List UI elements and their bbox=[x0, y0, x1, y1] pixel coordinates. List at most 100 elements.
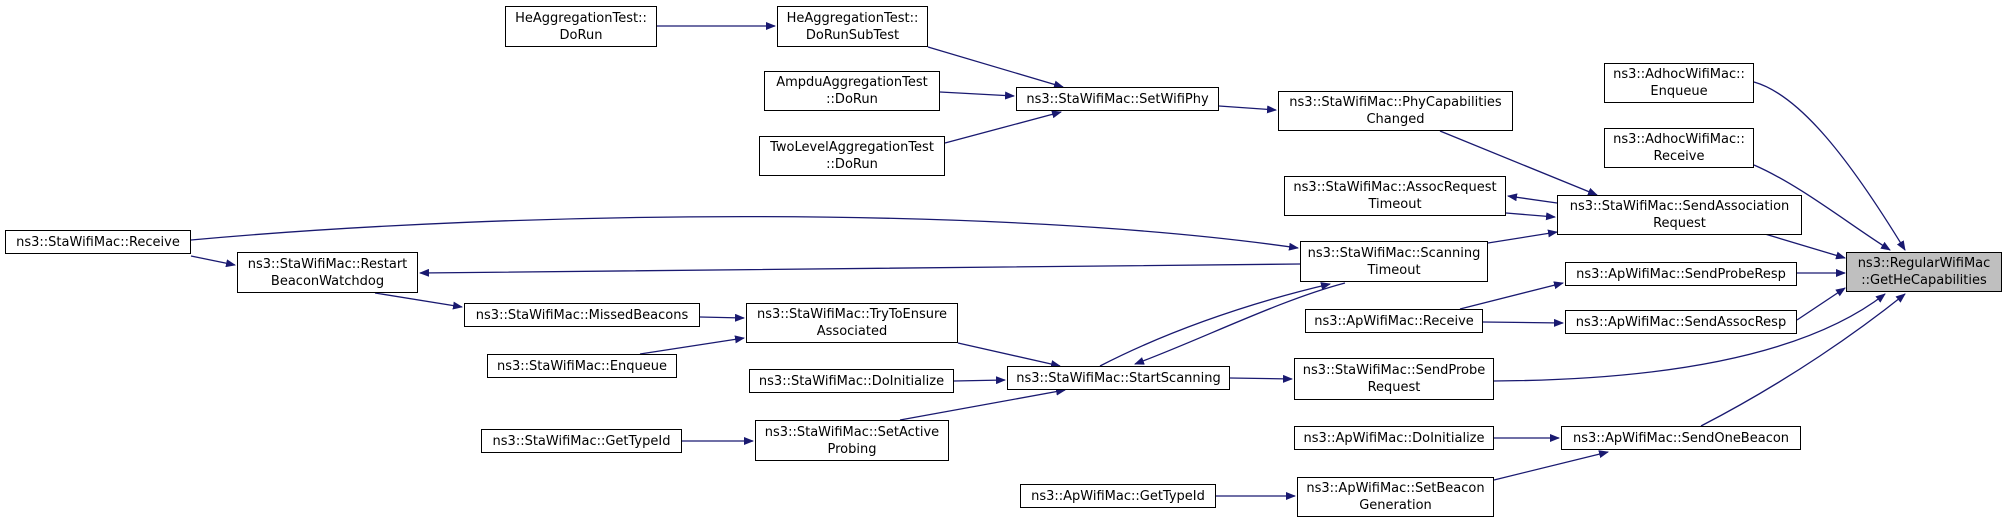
edge-adhoc-enqueue-to-root bbox=[1753, 81, 1906, 251]
edge-stareceive-to-restart bbox=[190, 255, 236, 268]
node-label-line: ns3::AdhocWifiMac:: bbox=[1613, 67, 1745, 82]
node-label-line: HeAggregationTest:: bbox=[515, 10, 647, 26]
node-label-line: ns3::StaWifiMac::GetTypeId bbox=[492, 433, 671, 449]
edge-sendassoc-to-assoctimeout bbox=[1507, 193, 1558, 204]
node-stawifimac-startscanning[interactable]: ns3::StaWifiMac::StartScanning bbox=[1007, 366, 1230, 390]
edge-setactive-to-startscanning bbox=[899, 387, 1066, 421]
node-label-line: Enqueue bbox=[1650, 84, 1708, 99]
node-stawifimac-setactiveprobing[interactable]: ns3::StaWifiMac::SetActive Probing bbox=[755, 420, 949, 461]
node-stawifimac-sendassociationrequest[interactable]: ns3::StaWifiMac::SendAssociation Request bbox=[1557, 195, 1802, 235]
node-adhocwifimac-enqueue[interactable]: ns3::AdhocWifiMac:: Enqueue bbox=[1604, 63, 1754, 103]
node-apwifimac-receive[interactable]: ns3::ApWifiMac::Receive bbox=[1305, 309, 1483, 333]
edge-missed-to-tryensure bbox=[699, 313, 745, 322]
node-adhocwifimac-receive[interactable]: ns3::AdhocWifiMac:: Receive bbox=[1604, 128, 1754, 168]
node-apwifimac-sendproberesp[interactable]: ns3::ApWifiMac::SendProbeResp bbox=[1565, 262, 1797, 286]
node-label-line: ns3::StaWifiMac::MissedBeacons bbox=[475, 307, 689, 323]
node-label-line: ns3::ApWifiMac::SendOneBeacon bbox=[1572, 430, 1790, 446]
edge-scantimeout-to-startscanning bbox=[1134, 282, 1346, 365]
node-stawifimac-gettypeid-sta[interactable]: ns3::StaWifiMac::GetTypeId bbox=[481, 429, 682, 453]
node-apwifimac-gettypeid-ap[interactable]: ns3::ApWifiMac::GetTypeId bbox=[1020, 484, 1216, 508]
node-ampduaggregationtest-dorun[interactable]: AmpduAggregationTest ::DoRun bbox=[764, 71, 940, 111]
node-twolevelaggregationtest-dorun[interactable]: TwoLevelAggregationTest ::DoRun bbox=[759, 136, 945, 176]
node-regularwifimac-getHecapabilities: ns3::RegularWifiMac ::GetHeCapabilities bbox=[1846, 252, 2002, 292]
edge-apreceive-to-sendassocresp bbox=[1482, 318, 1564, 327]
edge-ampdu-to-setwifiphy bbox=[939, 91, 1015, 100]
edge-startscanning-to-scantimeout bbox=[1099, 282, 1331, 367]
node-label-line: ns3::StaWifiMac::Scanning bbox=[1307, 245, 1481, 261]
node-label-line: Request bbox=[1367, 380, 1421, 395]
node-label-line: Changed bbox=[1366, 112, 1425, 127]
node-label-line: ns3::StaWifiMac::DoInitialize bbox=[758, 373, 945, 389]
node-label-line: ns3::ApWifiMac::DoInitialize bbox=[1303, 430, 1485, 446]
edge-setwifiphy-to-phycap bbox=[1218, 105, 1277, 114]
node-stawifimac-missedbeacons[interactable]: ns3::StaWifiMac::MissedBeacons bbox=[464, 303, 700, 327]
node-label-line: ns3::StaWifiMac::SetWifiPhy bbox=[1026, 91, 1209, 107]
edge-sendprobe-to-root bbox=[1493, 293, 1886, 382]
node-label-line: ns3::ApWifiMac::SetBeacon bbox=[1306, 481, 1485, 496]
edge-scantimeout-to-restart bbox=[419, 263, 1301, 277]
node-label-line: ::GetHeCapabilities bbox=[1861, 273, 1987, 288]
node-label-line: ns3::RegularWifiMac bbox=[1857, 256, 1991, 271]
node-label-line: DoRun bbox=[559, 27, 603, 43]
node-label-line: ::DoRun bbox=[826, 92, 878, 107]
node-stawifimac-phycapabilitieschanged[interactable]: ns3::StaWifiMac::PhyCapabilities Changed bbox=[1278, 91, 1513, 131]
edge-setbeacon-to-sendonebeacon bbox=[1493, 450, 1609, 481]
node-label-line: DoRunSubTest bbox=[805, 27, 900, 43]
node-apwifimac-sendassocresp[interactable]: ns3::ApWifiMac::SendAssocResp bbox=[1565, 310, 1797, 334]
node-label-line: Associated bbox=[816, 324, 888, 339]
node-label-line: ns3::ApWifiMac::SendAssocResp bbox=[1575, 314, 1787, 330]
node-heaggregationtest-dorunsubtest[interactable]: HeAggregationTest:: DoRunSubTest bbox=[777, 6, 928, 47]
node-label-line: ns3::StaWifiMac::Enqueue bbox=[497, 358, 667, 374]
node-label-line: BeaconWatchdog bbox=[270, 273, 385, 289]
edge-tryensure-to-startscanning bbox=[957, 342, 1061, 368]
edge-scantimeout-to-sendassoc bbox=[1487, 229, 1558, 244]
node-stawifimac-scanningtimeout[interactable]: ns3::StaWifiMac::Scanning Timeout bbox=[1300, 241, 1488, 282]
node-label-line: ns3::StaWifiMac::TryToEnsure bbox=[756, 307, 948, 322]
node-stawifimac-enqueue[interactable]: ns3::StaWifiMac::Enqueue bbox=[487, 354, 677, 378]
edge-sendassocresp-to-root bbox=[1796, 287, 1846, 321]
node-heaggregationtest-dorun[interactable]: HeAggregationTest:: DoRun bbox=[505, 6, 657, 47]
node-label-line: Receive bbox=[1653, 149, 1705, 164]
node-apwifimac-sendonebeacon[interactable]: ns3::ApWifiMac::SendOneBeacon bbox=[1561, 426, 1801, 450]
node-apwifimac-doinitialize[interactable]: ns3::ApWifiMac::DoInitialize bbox=[1294, 426, 1494, 450]
node-stawifimac-doinitialize[interactable]: ns3::StaWifiMac::DoInitialize bbox=[749, 369, 954, 393]
node-label-line: ns3::ApWifiMac::Receive bbox=[1314, 313, 1474, 329]
node-label-line: ::DoRun bbox=[826, 157, 878, 172]
node-label-line: ns3::StaWifiMac::AssocRequest bbox=[1293, 180, 1497, 195]
edge-startscanning-to-sendprobe bbox=[1229, 374, 1293, 383]
node-stawifimac-assocrequesttimeout[interactable]: ns3::StaWifiMac::AssocRequest Timeout bbox=[1284, 176, 1506, 216]
node-stawifimac-trytoensureassociated[interactable]: ns3::StaWifiMac::TryToEnsure Associated bbox=[746, 303, 958, 343]
edge-stadoinit-to-startscanning bbox=[953, 376, 1006, 385]
node-label-line: ns3::StaWifiMac::SendAssociation bbox=[1569, 199, 1790, 214]
edge-restart-to-missed bbox=[374, 292, 463, 310]
node-label-line: ns3::AdhocWifiMac:: bbox=[1613, 132, 1745, 147]
edge-assoctimeout-to-sendassoc bbox=[1505, 212, 1556, 221]
node-label-line: Timeout bbox=[1368, 197, 1422, 212]
node-label-line: ns3::StaWifiMac::SetActive bbox=[764, 424, 940, 440]
edge-twolevel-to-setwifiphy bbox=[944, 110, 1062, 144]
node-stawifimac-receive[interactable]: ns3::StaWifiMac::Receive bbox=[5, 230, 191, 254]
edge-hesubtest-to-setwifiphy bbox=[927, 46, 1064, 89]
edge-adhoc-receive-to-root bbox=[1753, 164, 1891, 251]
node-label-line: HeAggregationTest:: bbox=[786, 10, 919, 26]
node-label-line: TwoLevelAggregationTest bbox=[770, 140, 934, 155]
node-label-line: ns3::ApWifiMac::GetTypeId bbox=[1031, 488, 1205, 504]
node-label-line: ns3::StaWifiMac::PhyCapabilities bbox=[1289, 95, 1502, 110]
edge-phycap-to-sendassoc bbox=[1439, 130, 1598, 196]
node-apwifimac-setbeacongeneration[interactable]: ns3::ApWifiMac::SetBeacon Generation bbox=[1297, 477, 1494, 517]
node-label-line: Probing bbox=[827, 441, 877, 457]
node-label-line: ns3::StaWifiMac::Restart bbox=[247, 256, 408, 272]
edge-staenqueue-to-tryensure bbox=[639, 335, 745, 355]
node-stawifimac-setwifiphy[interactable]: ns3::StaWifiMac::SetWifiPhy bbox=[1016, 87, 1219, 111]
node-label-line: ns3::StaWifiMac::Receive bbox=[16, 234, 180, 250]
node-label-line: ns3::ApWifiMac::SendProbeResp bbox=[1576, 266, 1786, 282]
node-label-line: Request bbox=[1653, 216, 1706, 231]
edge-sendassoc-to-root bbox=[1764, 233, 1846, 260]
node-label-line: Timeout bbox=[1367, 262, 1421, 278]
node-stawifimac-sendproberequest[interactable]: ns3::StaWifiMac::SendProbe Request bbox=[1294, 358, 1494, 400]
node-stawifimac-restartbeaconwatchdog[interactable]: ns3::StaWifiMac::Restart BeaconWatchdog bbox=[237, 252, 418, 293]
edge-stareceive-to-scantimeout bbox=[190, 215, 1299, 251]
node-label-line: Generation bbox=[1359, 498, 1432, 513]
